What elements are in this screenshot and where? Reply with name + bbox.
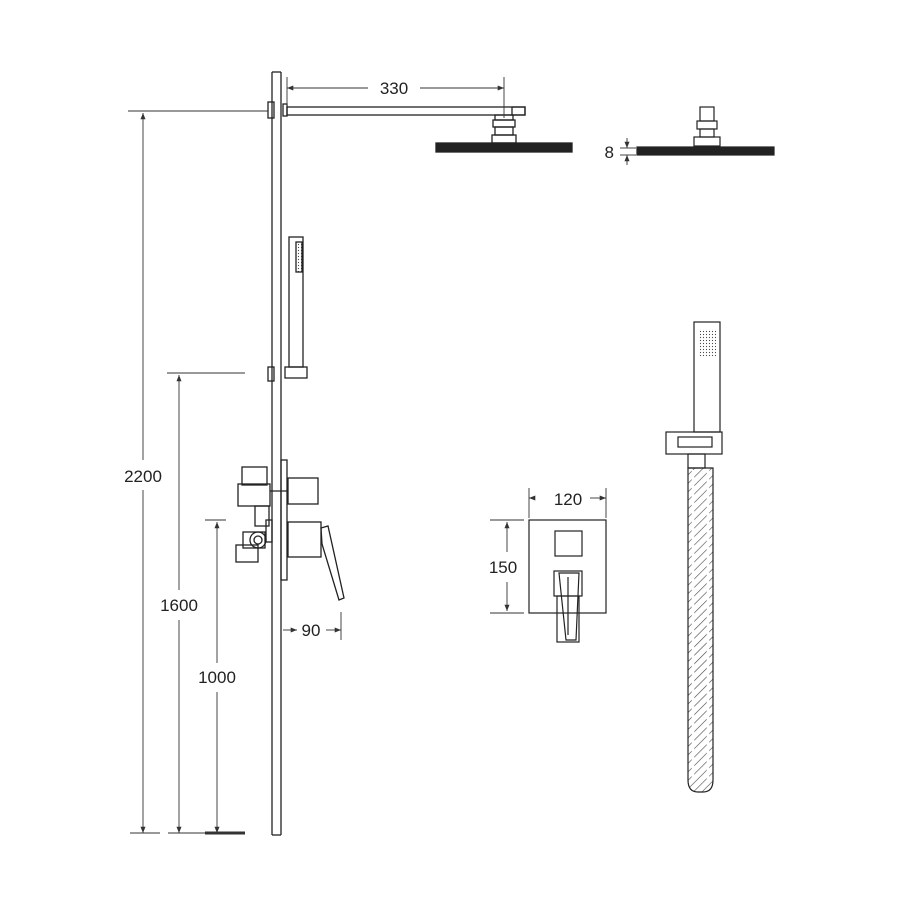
dim-plate-height: 150 xyxy=(489,558,517,577)
dimension-lines xyxy=(128,77,636,835)
hand-shower-front xyxy=(665,321,723,793)
dim-total-height: 2200 xyxy=(124,467,162,486)
mixer-wall-plate xyxy=(280,459,288,581)
concealed-valve-body xyxy=(235,466,319,563)
shower-head-side xyxy=(435,142,573,153)
dim-handle-projection: 90 xyxy=(302,621,321,640)
dim-hand-holder-height: 1600 xyxy=(160,596,198,615)
side-view xyxy=(235,71,573,836)
dim-head-thickness: 8 xyxy=(605,143,614,162)
mixer-plate-front xyxy=(528,519,607,643)
dim-mixer-height: 1000 xyxy=(198,668,236,687)
shower-arm xyxy=(267,101,526,144)
shower-head-front xyxy=(636,106,775,156)
dim-arm-length: 330 xyxy=(380,79,408,98)
dim-plate-width: 120 xyxy=(554,490,582,509)
mixer-handle-side xyxy=(287,521,345,601)
hand-shower-side xyxy=(267,236,308,382)
